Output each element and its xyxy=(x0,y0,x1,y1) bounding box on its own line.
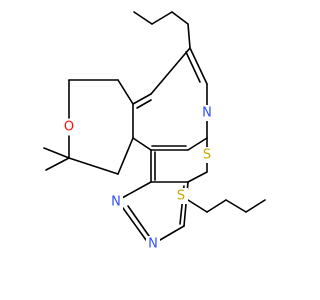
atom-pyridine-nitrogen: N xyxy=(200,105,214,121)
bond-5 xyxy=(185,51,201,83)
oxygen-label: O xyxy=(64,120,74,135)
bond-39 xyxy=(245,199,266,213)
bond-layer xyxy=(43,11,266,241)
bond-13 xyxy=(132,93,152,105)
atom-pyrimidine-nitrogen-1: N xyxy=(109,194,123,210)
atom-label-layer: O N S N N S xyxy=(62,105,214,252)
bond-32 xyxy=(127,205,150,237)
bond-23 xyxy=(45,157,70,171)
bond-30 xyxy=(121,181,152,199)
pyrimidine-nitrogen-2-label: N xyxy=(148,237,158,252)
bond-0 xyxy=(133,11,153,25)
bond-1 xyxy=(151,11,173,25)
bond-8 xyxy=(187,137,208,151)
atom-thiophene-sulfur: S xyxy=(200,147,214,163)
bond-37 xyxy=(206,199,227,213)
bond-21 xyxy=(117,137,134,175)
bond-2 xyxy=(171,11,189,25)
pyrimidine-nitrogen-1-label: N xyxy=(111,195,121,210)
thioether-sulfur-label: S xyxy=(177,189,185,204)
thiophene-sulfur-label: S xyxy=(203,148,211,163)
molecule-structure: O N S N N S xyxy=(43,11,266,252)
bond-26 xyxy=(187,171,208,183)
bond-20 xyxy=(68,157,119,175)
bond-38 xyxy=(225,199,247,213)
atom-pyrimidine-nitrogen-2: N xyxy=(146,236,160,252)
pyridine-nitrogen-label: N xyxy=(202,106,212,121)
atom-oxygen: O xyxy=(62,119,76,135)
bond-31 xyxy=(122,207,147,241)
molecule-diagram: O N S N N S xyxy=(43,11,266,252)
bond-14 xyxy=(136,99,152,109)
bond-3 xyxy=(187,23,191,49)
bond-16 xyxy=(117,79,134,105)
bond-4 xyxy=(189,47,208,85)
bond-15 xyxy=(150,47,191,95)
atom-thioether-sulfur: S xyxy=(174,188,188,204)
bond-22 xyxy=(43,147,70,159)
bond-33 xyxy=(159,225,185,241)
bond-11 xyxy=(132,137,152,151)
bond-36 xyxy=(187,199,208,213)
